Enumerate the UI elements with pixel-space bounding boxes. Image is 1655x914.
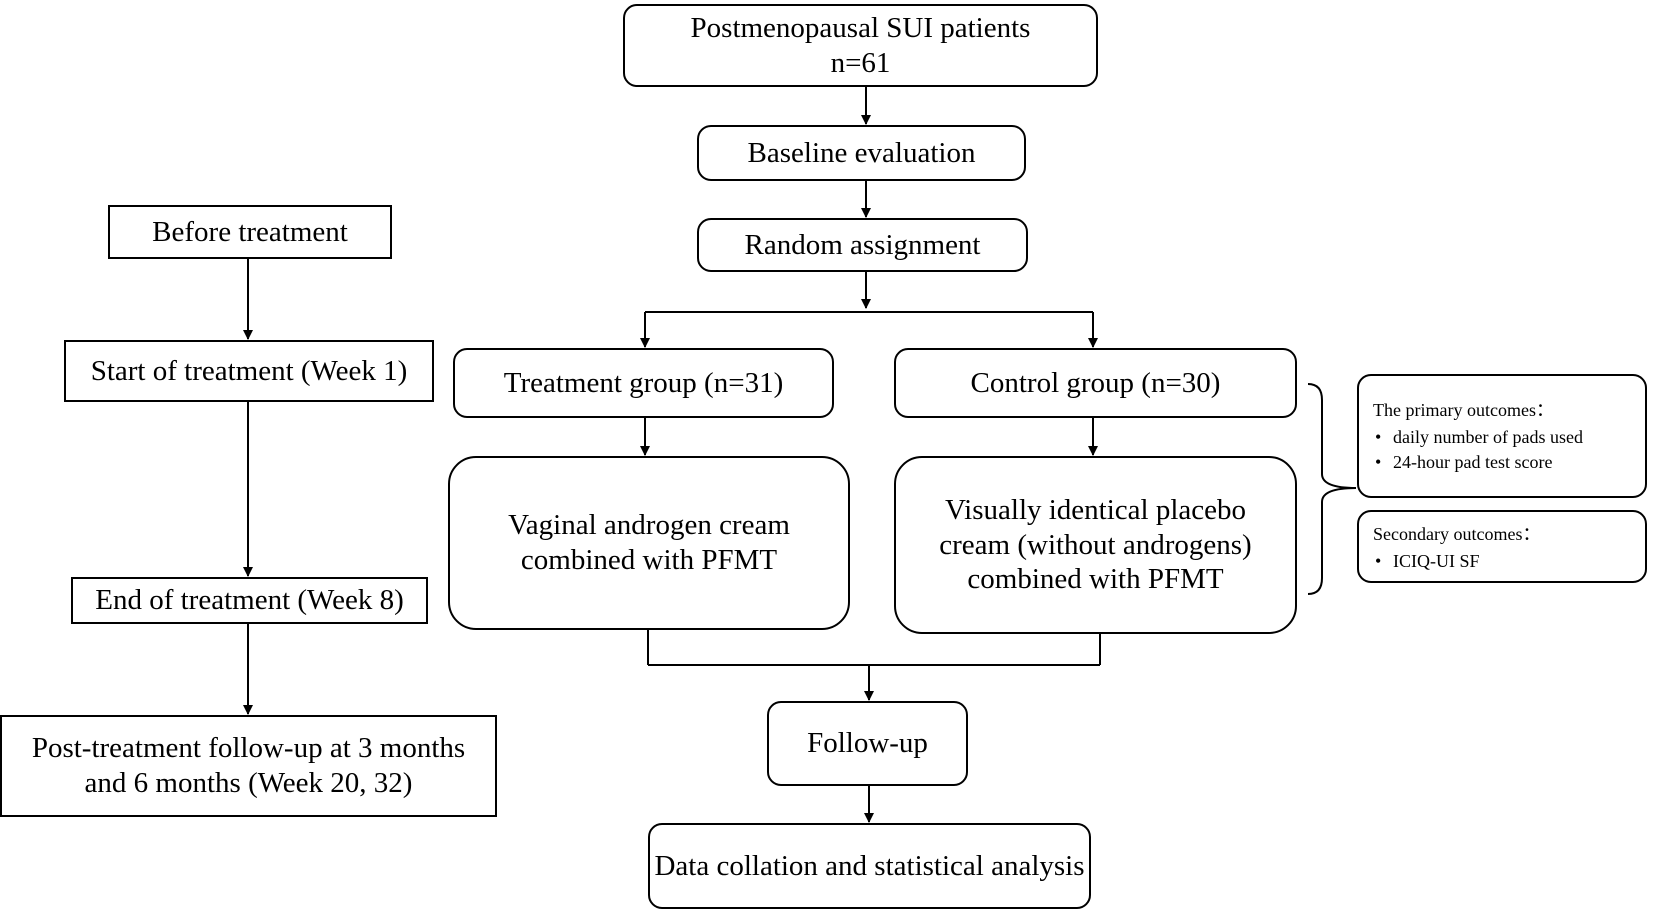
control-group-label: Control group (n=30) xyxy=(970,366,1221,399)
patients-box: Postmenopausal SUI patients n=61 xyxy=(623,4,1098,87)
secondary-outcomes-box: Secondary outcomes： ICIQ-UI SF xyxy=(1357,510,1647,583)
patients-label: Postmenopausal SUI patients xyxy=(690,11,1031,44)
end-of-treatment-label: End of treatment (Week 8) xyxy=(95,584,404,617)
data-analysis-box: Data collation and statistical analysis xyxy=(648,823,1091,909)
before-treatment-label: Before treatment xyxy=(152,215,348,248)
followup-box: Follow-up xyxy=(767,701,968,786)
outcomes-bracket xyxy=(1307,383,1357,595)
primary-outcomes-list: daily number of pads used 24-hour pad te… xyxy=(1373,425,1631,476)
treatment-intervention-box: Vaginal androgen cream combined with PFM… xyxy=(448,456,850,630)
treatment-intervention-line2: combined with PFMT xyxy=(520,544,778,576)
post-treatment-followup-line2: and 6 months (Week 20, 32) xyxy=(84,767,413,799)
primary-outcomes-title: The primary outcomes： xyxy=(1373,400,1554,420)
treatment-group-label: Treatment group (n=31) xyxy=(503,366,784,399)
patients-count: n=61 xyxy=(830,46,891,79)
control-intervention-line3: combined with PFMT xyxy=(967,563,1224,596)
before-treatment-box: Before treatment xyxy=(108,205,392,259)
baseline-evaluation-label: Baseline evaluation xyxy=(747,136,976,169)
secondary-outcome-item: ICIQ-UI SF xyxy=(1375,549,1631,574)
post-treatment-followup-box: Post-treatment follow-up at 3 months and… xyxy=(0,715,497,817)
control-intervention-line1: Visually identical placebo xyxy=(944,493,1247,526)
primary-outcome-item: daily number of pads used xyxy=(1375,425,1631,450)
baseline-evaluation-box: Baseline evaluation xyxy=(697,125,1026,181)
control-group-box: Control group (n=30) xyxy=(894,348,1297,418)
random-assignment-box: Random assignment xyxy=(697,218,1028,272)
primary-outcomes-box: The primary outcomes： daily number of pa… xyxy=(1357,374,1647,498)
post-treatment-followup-line1: Post-treatment follow-up at 3 months xyxy=(31,732,466,765)
control-intervention-box: Visually identical placebo cream (withou… xyxy=(894,456,1297,634)
start-of-treatment-label: Start of treatment (Week 1) xyxy=(90,354,408,387)
secondary-outcomes-list: ICIQ-UI SF xyxy=(1373,549,1631,574)
random-assignment-label: Random assignment xyxy=(744,228,981,261)
start-of-treatment-box: Start of treatment (Week 1) xyxy=(64,340,434,402)
treatment-group-box: Treatment group (n=31) xyxy=(453,348,834,418)
primary-outcome-item: 24-hour pad test score xyxy=(1375,450,1631,475)
end-of-treatment-box: End of treatment (Week 8) xyxy=(71,577,428,624)
control-intervention-line2: cream (without androgens) xyxy=(939,528,1252,561)
followup-label: Follow-up xyxy=(807,727,928,760)
secondary-outcomes-title: Secondary outcomes： xyxy=(1373,524,1541,544)
data-analysis-label: Data collation and statistical analysis xyxy=(654,849,1085,882)
treatment-intervention-line1: Vaginal androgen cream xyxy=(508,509,790,542)
